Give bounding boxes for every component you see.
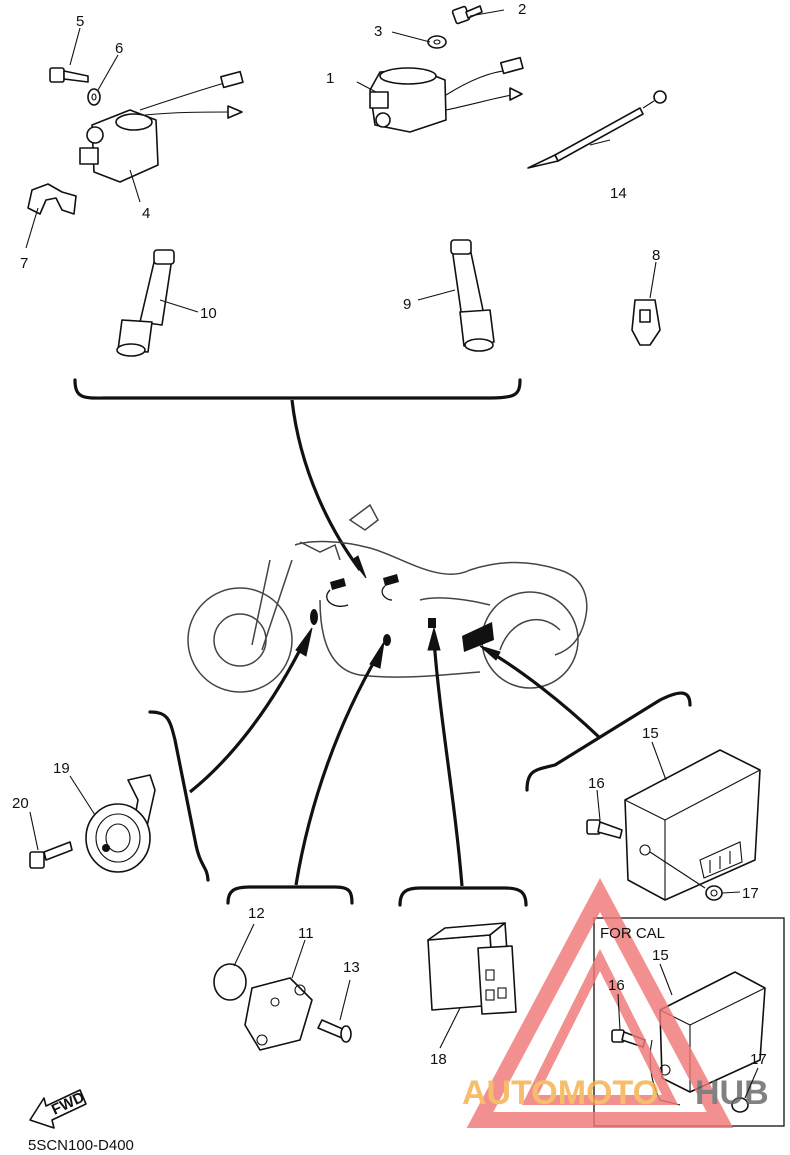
callout-leaders [25,9,759,1099]
horn-group-arrow [189,639,307,794]
watermark-text-right: HUB [695,1074,769,1112]
callout-5: 5 [76,13,84,30]
cal-callout-15: 15 [652,947,669,964]
ignition-coil-left[interactable] [5,70,244,243]
clip-8[interactable] [631,299,661,346]
relay-18[interactable] [427,922,517,1015]
watermark-text-left: AUTOMOTO [462,1074,659,1112]
watermark-triangle-inner [521,948,679,1105]
lead-wire-14[interactable] [527,90,667,169]
callout-18: 18 [430,1051,447,1068]
bolt-16[interactable] [586,819,623,839]
watermark-triangle-outer [466,878,734,1128]
top-group-arrow [290,399,362,571]
callout-12: 12 [248,905,265,922]
for-cal-title: FOR CAL [600,925,665,942]
washer-6[interactable] [87,88,101,106]
horn-19[interactable] [85,774,156,873]
right-group-bracket [525,691,692,792]
callout-15: 15 [642,725,659,742]
screw-13[interactable] [317,1019,352,1043]
callout-7: 7 [20,255,28,272]
washer-3[interactable] [427,35,447,49]
cal-callout-17: 17 [750,1051,767,1068]
watermark-logo: AUTOMOTO HUB [462,878,769,1128]
plug-cap-9[interactable] [450,239,495,352]
callout-3: 3 [374,23,382,40]
callout-19: 19 [53,760,70,777]
callout-17: 17 [742,885,759,902]
leader-17 [649,851,706,889]
callout-16: 16 [588,775,605,792]
ignition-coil-right[interactable] [328,56,524,241]
middle-group-arrow [294,654,380,886]
callout-13: 13 [343,959,360,976]
callout-10: 10 [200,305,217,322]
callout-14: 14 [610,185,627,202]
fwd-label: FWD [49,1089,87,1119]
callout-numbers: 1 2 3 4 5 6 7 8 9 10 11 12 13 14 15 16 1… [12,1,767,1154]
relay-group-arrow [432,639,464,887]
collar-17[interactable] [705,885,723,901]
diagram-code: 5SCN100-D400 [28,1137,134,1154]
middle-group-bracket [226,885,354,905]
callout-2: 2 [518,1,526,18]
relay-group-bracket [398,886,528,907]
rectifier-regulator-15[interactable] [624,749,761,901]
callout-1: 1 [326,70,334,87]
top-group-bracket [73,378,522,400]
callout-4: 4 [142,205,150,222]
bike-markers [310,574,494,652]
clamp-7[interactable] [27,183,77,215]
forward-direction-arrow: FWD [29,1089,87,1129]
callout-11: 11 [298,925,314,942]
cover-11[interactable] [244,977,313,1051]
right-group-arrow [489,650,602,740]
screw-2[interactable] [451,5,483,25]
callout-9: 9 [403,296,411,313]
bolt-5[interactable] [49,67,89,83]
horn-group-bracket [148,710,210,882]
cal-callout-16: 16 [608,977,625,994]
plug-cap-10[interactable] [116,249,175,357]
motorcycle-outline [187,503,588,693]
callout-20: 20 [12,795,29,812]
bolt-20[interactable] [29,841,73,869]
callout-8: 8 [652,247,660,264]
o-ring-12[interactable] [213,963,247,1001]
callout-6: 6 [115,40,123,57]
